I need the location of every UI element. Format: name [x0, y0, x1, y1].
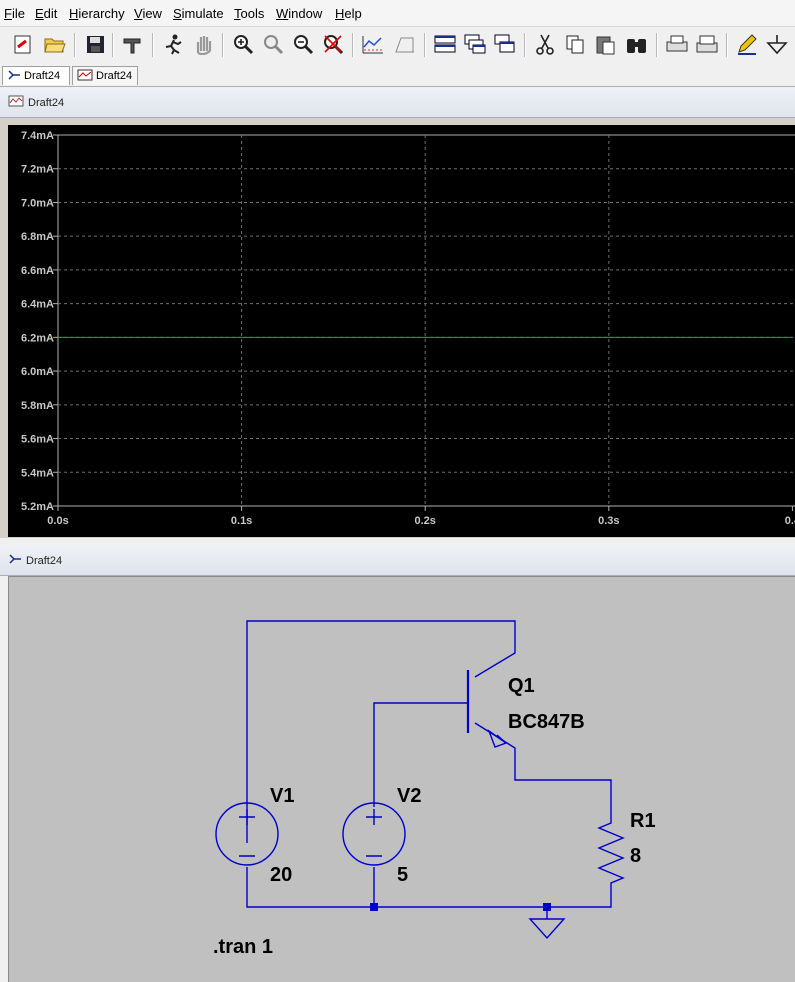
menu-simulate[interactable]: Simulate	[173, 6, 224, 21]
save-icon[interactable]	[82, 31, 108, 57]
y-tick-label: 5.6mA	[21, 434, 54, 446]
x-tick-label: 0.4	[785, 515, 795, 527]
v1-source-circle	[215, 802, 279, 866]
waveform-window-title: Draft24	[28, 96, 65, 109]
schematic-window: Draft24	[0, 546, 795, 982]
waveform-window-icon	[8, 95, 24, 110]
find-binoculars-icon[interactable]	[624, 31, 650, 57]
schematic-canvas[interactable]: Q1 BC847B V1 20 V2 5 R1 8 .tran 1	[8, 576, 795, 982]
print-icon[interactable]	[664, 31, 690, 57]
v1-polarity	[239, 809, 255, 857]
waveform-icon	[77, 69, 93, 84]
v1-value-label[interactable]: 20	[270, 864, 293, 886]
q1-name-label[interactable]: Q1	[508, 675, 535, 697]
menu-edit[interactable]: Edit	[35, 6, 58, 21]
tab-schematic[interactable]: Draft24	[2, 66, 70, 85]
y-tick-label: 7.0mA	[21, 197, 54, 209]
menu-view[interactable]: View	[134, 6, 162, 21]
x-tick-label: 0.3s	[598, 515, 619, 527]
control-panel-hammer-icon[interactable]	[120, 31, 146, 57]
wire-v2-base	[373, 702, 468, 807]
spice-directive-label[interactable]: .tran 1	[213, 936, 274, 958]
open-folder-icon[interactable]	[42, 31, 68, 57]
schematic-icon	[7, 69, 21, 84]
v1-name-label[interactable]: V1	[270, 785, 295, 807]
close-window-icon[interactable]	[492, 31, 518, 57]
menu-file[interactable]: File	[4, 6, 25, 21]
wire-v1-collector	[246, 620, 516, 843]
y-tick-label: 7.4mA	[21, 130, 54, 142]
cut-scissors-icon[interactable]	[532, 31, 558, 57]
draw-wire-pencil-icon[interactable]	[734, 31, 760, 57]
y-tick-label: 7.2mA	[21, 164, 54, 176]
halt-hand-icon[interactable]	[190, 31, 216, 57]
v2-source-circle	[342, 802, 406, 866]
run-simulation-icon[interactable]	[160, 31, 186, 57]
y-tick-label: 6.8mA	[21, 231, 54, 243]
x-tick-label: 0.1s	[231, 515, 252, 527]
y-tick-label: 5.4mA	[21, 467, 54, 479]
y-tick-label: 6.6mA	[21, 265, 54, 277]
tab-schematic-label: Draft24	[24, 70, 61, 82]
x-tick-label: 0.2s	[414, 515, 435, 527]
v2-name-label[interactable]: V2	[397, 785, 422, 807]
menu-hierarchy[interactable]: Hierarchy	[69, 6, 125, 21]
schematic-window-titlebar: Draft24	[0, 546, 795, 576]
schematic-drawing	[215, 620, 625, 940]
ground-icon[interactable]	[764, 31, 790, 57]
menu-window[interactable]: Window	[276, 6, 323, 21]
v2-value-label[interactable]: 5	[397, 864, 409, 886]
r1-value-label[interactable]: 8	[630, 845, 642, 867]
paste-clipboard-icon[interactable]	[592, 31, 618, 57]
pan-zoom-icon[interactable]	[260, 31, 286, 57]
print-setup-icon[interactable]	[694, 31, 720, 57]
q1-model-label[interactable]: BC847B	[508, 711, 585, 733]
y-tick-label: 6.4mA	[21, 299, 54, 311]
new-schematic-icon[interactable]	[10, 31, 36, 57]
y-tick-label: 5.2mA	[21, 501, 54, 513]
schematic-window-title: Draft24	[26, 554, 63, 567]
y-tick-label: 6.2mA	[21, 332, 54, 344]
waveform-plot[interactable]: 7.4mA 7.2mA 7.0mA 6.8mA 6.6mA 6.4mA 6.2mA 6.0mA…	[8, 125, 795, 615]
ground-symbol	[528, 907, 566, 940]
q1-emitter-arrow	[487, 729, 508, 748]
r1-name-label[interactable]: R1	[630, 810, 656, 832]
zoom-fit-icon[interactable]	[320, 31, 346, 57]
waveform-window-titlebar: Draft24	[0, 88, 795, 118]
schematic-window-icon	[8, 553, 22, 568]
menu-bar: File Edit Hierarchy View Simulate Tools …	[0, 0, 795, 27]
fft-icon[interactable]	[392, 31, 418, 57]
r1-resistor-body	[246, 810, 625, 908]
copy-icon[interactable]	[562, 31, 588, 57]
plot-frame	[57, 134, 795, 507]
junction-node-v2	[370, 903, 378, 911]
tile-horizontal-icon[interactable]	[432, 31, 458, 57]
zoom-in-icon[interactable]	[230, 31, 256, 57]
tab-waveform-label: Draft24	[96, 70, 133, 82]
document-tab-bar: Draft24 Draft24	[0, 64, 795, 87]
zoom-out-icon[interactable]	[290, 31, 316, 57]
toolbar	[0, 27, 795, 63]
x-tick-label: 0.0s	[47, 515, 68, 527]
cascade-windows-icon[interactable]	[462, 31, 488, 57]
v2-polarity	[366, 809, 382, 857]
y-tick-label: 6.0mA	[21, 366, 54, 378]
menu-tools[interactable]: Tools	[234, 6, 265, 21]
autorange-icon[interactable]	[360, 31, 386, 57]
menu-help[interactable]: Help	[335, 6, 362, 21]
junction-node-ground	[543, 903, 551, 911]
tab-waveform[interactable]: Draft24	[72, 66, 138, 85]
y-tick-label: 5.8mA	[21, 400, 54, 412]
